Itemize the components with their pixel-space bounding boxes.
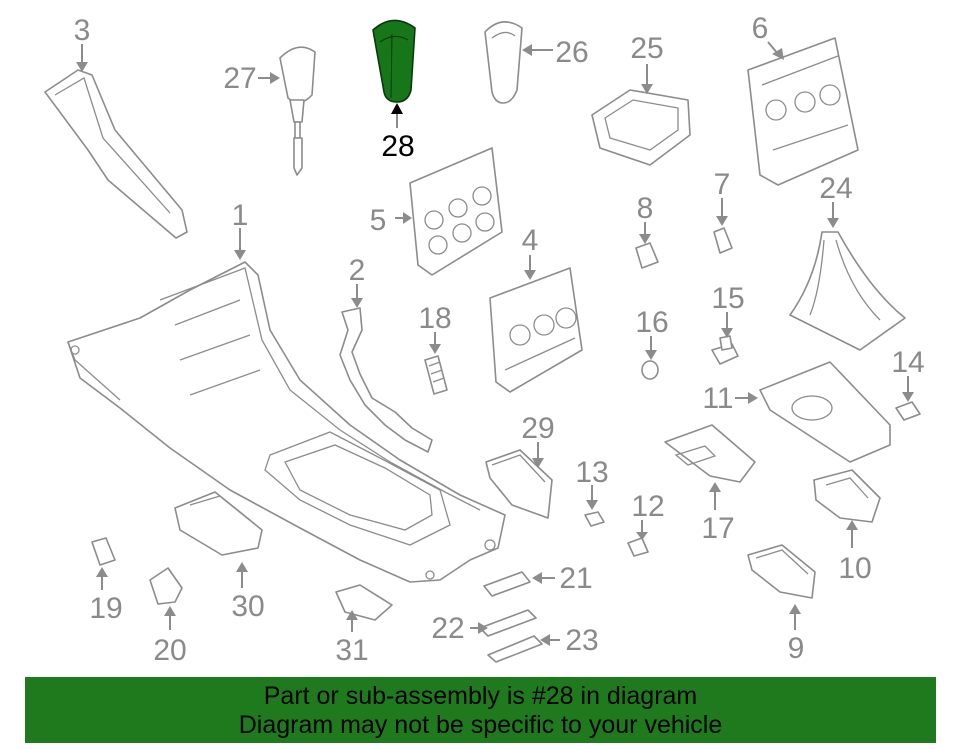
part-7-clip[interactable] — [713, 227, 733, 254]
banner-line-1: Part or sub-assembly is #28 in diagram — [263, 682, 698, 710]
part-13-clip[interactable] — [584, 511, 605, 527]
callout-18: 18 — [418, 302, 451, 335]
part-12-clip[interactable] — [627, 537, 649, 557]
callout-14: 14 — [891, 346, 924, 379]
part-24-gear-boot[interactable] — [789, 231, 906, 351]
part-8-clip[interactable] — [635, 242, 659, 269]
part-19-clip[interactable] — [91, 537, 116, 566]
part-14-insert[interactable] — [895, 401, 921, 421]
part-5-bezel[interactable] — [409, 147, 503, 276]
callout-6: 6 — [752, 12, 769, 45]
callout-1: 1 — [232, 199, 249, 232]
part-16-plug[interactable] — [641, 360, 659, 380]
callout-30: 30 — [231, 590, 264, 623]
callout-4: 4 — [522, 224, 539, 257]
callout-10: 10 — [838, 552, 871, 585]
part-10-switch-housing[interactable] — [813, 469, 881, 523]
part-22-trim[interactable] — [479, 609, 537, 637]
part-6-bezel[interactable] — [747, 37, 859, 186]
callout-7: 7 — [714, 168, 731, 201]
info-banner: Part or sub-assembly is #28 in diagram D… — [25, 677, 936, 743]
callout-27: 27 — [223, 62, 256, 95]
callout-29: 29 — [521, 412, 554, 445]
part-1-center-console[interactable] — [67, 261, 506, 583]
callout-11: 11 — [702, 382, 733, 415]
callout-12: 12 — [631, 490, 664, 523]
part-11-shift-plate[interactable] — [759, 361, 891, 463]
part-26-knob[interactable] — [484, 21, 523, 104]
callout-2: 2 — [349, 254, 366, 287]
part-23-trim[interactable] — [487, 635, 543, 663]
part-17-indicator-plate[interactable] — [664, 424, 756, 483]
banner-line-2: Diagram may not be specific to your vehi… — [238, 711, 723, 739]
part-20-cover[interactable] — [149, 567, 183, 605]
callout-31: 31 — [335, 634, 368, 667]
part-21-trim[interactable] — [483, 571, 531, 597]
part-18-grille[interactable] — [424, 355, 448, 395]
callout-19: 19 — [89, 592, 122, 625]
part-9-tray[interactable] — [747, 544, 816, 599]
callout-3: 3 — [74, 14, 91, 47]
callout-23: 23 — [565, 624, 598, 657]
callout-24: 24 — [819, 172, 852, 205]
callout-16: 16 — [635, 306, 668, 339]
part-2-bracket[interactable] — [339, 307, 433, 453]
leader-lines — [76, 41, 914, 646]
callout-8: 8 — [637, 192, 654, 225]
callout-5: 5 — [370, 204, 387, 237]
callout-21: 21 — [559, 562, 592, 595]
part-4-bezel[interactable] — [489, 267, 583, 393]
part-30-bracket[interactable] — [174, 491, 263, 556]
callout-15: 15 — [711, 282, 744, 315]
callout-26: 26 — [555, 36, 588, 69]
callout-25: 25 — [630, 32, 663, 65]
callout-28: 28 — [381, 130, 414, 163]
callout-20: 20 — [153, 634, 186, 667]
part-27-shift-lever[interactable] — [279, 46, 316, 176]
callout-17: 17 — [701, 512, 734, 545]
callout-22: 22 — [431, 612, 464, 645]
callout-9: 9 — [788, 632, 805, 665]
part-29-pocket[interactable] — [485, 449, 553, 519]
callout-labels: 3 27 28 26 25 6 5 4 7 8 24 1 2 18 16 15 … — [74, 12, 925, 667]
part-25-boot-frame[interactable] — [591, 89, 691, 166]
part-3-trim-strip[interactable] — [44, 69, 188, 239]
part-15-grommet[interactable] — [711, 335, 739, 365]
part-28-shift-knob-highlighted[interactable] — [372, 19, 416, 103]
part-31-lid[interactable] — [335, 584, 393, 621]
callout-13: 13 — [575, 456, 608, 489]
